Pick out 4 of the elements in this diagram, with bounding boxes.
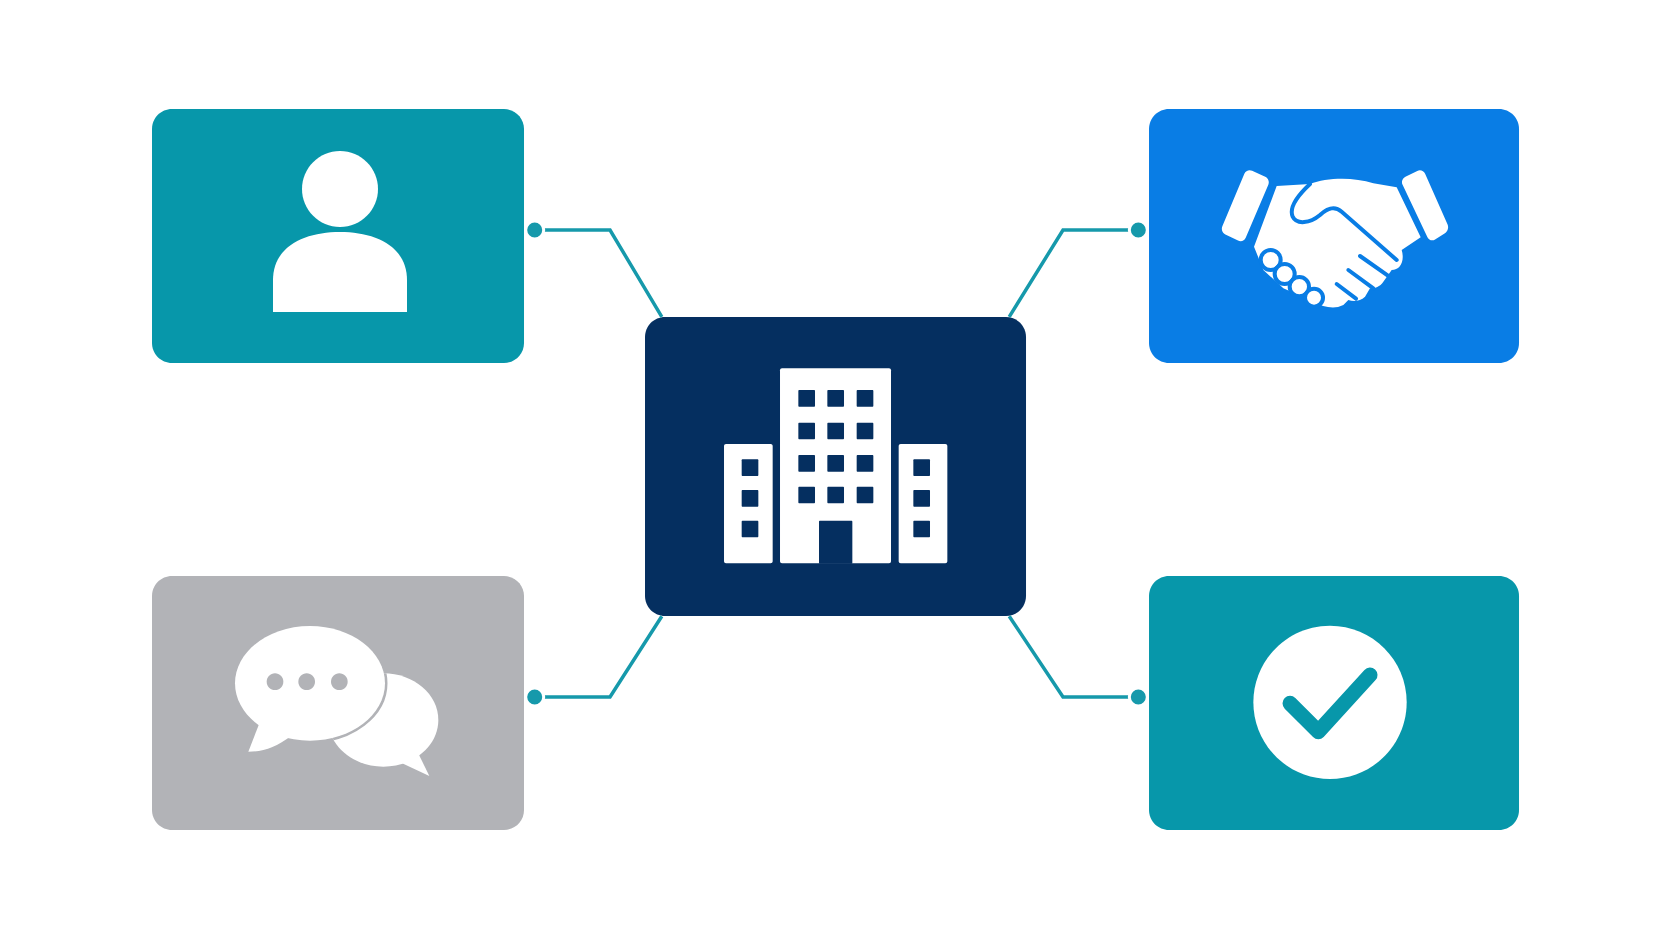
connector-line <box>1007 615 1149 708</box>
connector-line <box>1007 219 1149 318</box>
connector-line <box>524 219 664 318</box>
connector-line <box>524 615 664 708</box>
